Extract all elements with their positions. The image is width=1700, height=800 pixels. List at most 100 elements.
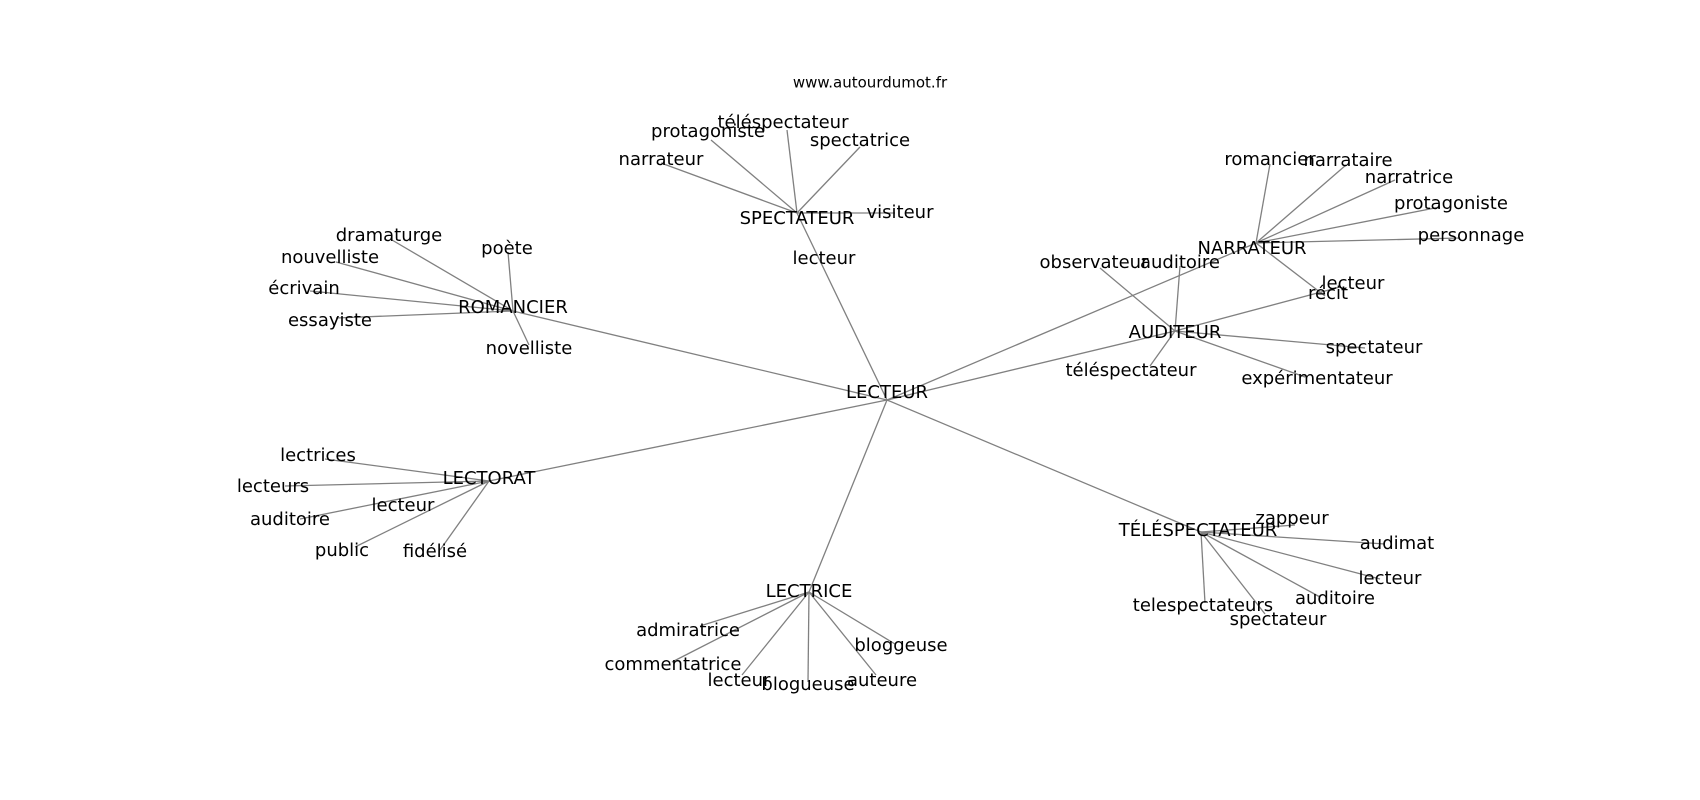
node-na_narratrice: narratrice	[1365, 167, 1453, 188]
edge-telespectateur-te_zappeur	[1200, 524, 1296, 533]
node-na_romancier: romancier	[1224, 149, 1316, 170]
node-lo_lectrices: lectrices	[280, 445, 356, 466]
node-te_telespectateurs: telespectateurs	[1133, 595, 1273, 616]
node-ro_dramaturge: dramaturge	[336, 225, 442, 246]
node-au_experimentateur: expérimentateur	[1241, 368, 1393, 389]
edge-romancier-ro_poete	[507, 251, 514, 312]
node-lo_auditoire: auditoire	[250, 509, 330, 530]
edge-romancier-ro_ecrivain	[309, 290, 514, 312]
edge-lecteur_center-auditeur	[886, 330, 1176, 401]
node-ro_essayiste: essayiste	[288, 310, 372, 331]
edge-auditeur-au_spectateur	[1174, 330, 1366, 349]
node-ro_novelliste: novelliste	[486, 338, 573, 359]
edge-lecteur_center-lectrice	[808, 399, 888, 593]
node-na_personnage: personnage	[1418, 225, 1525, 246]
edge-lectorat-lo_lecteurs	[284, 480, 490, 487]
edge-lectorat-lo_auditoire	[299, 480, 490, 520]
graph-edges	[284, 129, 1461, 683]
node-te_audimat: audimat	[1360, 533, 1435, 554]
node-li_bloggeuse: bloggeuse	[854, 635, 947, 656]
edge-narrateur-na_personnage	[1255, 237, 1461, 244]
edge-lectrice-li_auteure	[808, 591, 877, 676]
node-sp_telespectateur: téléspectateur	[717, 112, 849, 133]
node-lo_public: public	[315, 540, 369, 561]
edge-auditeur-au_experimentateur	[1174, 330, 1306, 378]
node-na_narrataire: narrataire	[1303, 150, 1392, 171]
edge-lectrice-li_lecteur	[741, 591, 810, 676]
edge-spectateur-sp_protagoniste	[710, 139, 798, 214]
node-na_lecteur: lecteur	[1322, 273, 1386, 294]
node-au_spectateur: spectateur	[1326, 337, 1423, 358]
node-au_observateur: observateur	[1040, 252, 1150, 273]
edge-lectrice-li_admiratrice	[699, 591, 810, 627]
edge-lecteur_center-narrateur	[886, 242, 1257, 401]
edge-narrateur-na_narratrice	[1255, 179, 1396, 244]
edge-romancier-ro_essayiste	[335, 310, 514, 319]
node-narrateur: NARRATEUR	[1197, 238, 1306, 259]
node-te_lecteur: lecteur	[1359, 568, 1423, 589]
node-li_blogueuse: blogueuse	[761, 674, 854, 695]
node-ro_ecrivain: écrivain	[268, 278, 339, 299]
node-romancier: ROMANCIER	[458, 297, 568, 318]
node-te_spectateur: spectateur	[1230, 609, 1327, 630]
edge-narrateur-na_recit	[1255, 242, 1326, 297]
node-li_commentatrice: commentatrice	[605, 654, 742, 675]
node-lecteur_center: LECTEUR	[846, 382, 928, 403]
node-au_telespectateur: téléspectateur	[1065, 360, 1197, 381]
edge-auditeur-au_observateur	[1099, 267, 1176, 332]
node-sp_protagoniste: protagoniste	[651, 121, 765, 142]
edge-romancier-ro_nouvelliste	[335, 261, 514, 312]
edge-telespectateur-te_audimat	[1200, 531, 1386, 545]
node-li_auteure: auteure	[847, 670, 917, 691]
edge-telespectateur-te_auditoire	[1200, 531, 1321, 598]
edge-lectrice-li_blogueuse	[807, 591, 810, 683]
edge-spectateur-sp_narrateur	[660, 162, 798, 214]
node-lectrice: LECTRICE	[766, 581, 853, 602]
edge-auditeur-au_telespectateur	[1149, 330, 1176, 367]
node-telespectateur: TÉLÉSPECTATEUR	[1118, 519, 1278, 541]
node-lo_lecteur: lecteur	[372, 495, 436, 516]
node-lectorat: LECTORAT	[443, 468, 537, 489]
edge-lectorat-lo_fidelise	[439, 480, 490, 551]
edge-auditeur-na_lecteur	[1174, 286, 1341, 332]
node-li_lecteur: lecteur	[708, 670, 772, 691]
node-auditeur: AUDITEUR	[1129, 322, 1222, 343]
node-sp_visiteur: visiteur	[867, 202, 935, 223]
edge-lectrice-li_bloggeuse	[808, 591, 896, 645]
node-spectateur: SPECTATEUR	[740, 208, 855, 229]
edge-lecteur_center-telespectateur	[886, 399, 1202, 533]
node-na_protagoniste: protagoniste	[1394, 193, 1508, 214]
edge-telespectateur-te_lecteur	[1200, 531, 1381, 580]
edge-telespectateur-te_spectateur	[1200, 531, 1266, 615]
edge-narrateur-na_protagoniste	[1255, 206, 1441, 244]
node-sp_narrateur: narrateur	[619, 149, 704, 170]
node-sp_spectatrice: spectatrice	[810, 130, 910, 151]
edge-spectateur-sp_spectatrice	[796, 146, 861, 214]
node-sp_lecteur: lecteur	[793, 248, 857, 269]
node-lo_lecteurs: lecteurs	[237, 476, 309, 497]
edge-lectorat-lo_public	[354, 480, 490, 548]
node-te_zappeur: zappeur	[1255, 508, 1329, 529]
edge-lecteur_center-spectateur	[796, 212, 888, 401]
edge-lectorat-lo_lectrices	[324, 458, 490, 482]
edge-narrateur-na_narrataire	[1255, 164, 1347, 244]
node-ro_nouvelliste: nouvelliste	[281, 247, 379, 268]
edge-lecteur_center-lectorat	[488, 399, 888, 482]
edge-narrateur-na_romancier	[1255, 163, 1271, 244]
graph-labels: www.autourdumot.fr LECTEUR SPECTATEUR ROMA…	[237, 74, 1524, 696]
edge-lectrice-li_commentatrice	[671, 591, 810, 663]
node-ro_poete: poète	[481, 238, 533, 259]
edge-telespectateur-te_telespectateurs	[1200, 531, 1206, 604]
node-te_auditoire: auditoire	[1295, 588, 1375, 609]
node-lo_fidelise: fidélisé	[403, 541, 467, 562]
node-na_recit: récit	[1308, 283, 1348, 304]
edge-lecteur_center-romancier	[512, 310, 888, 401]
edge-romancier-ro_dramaturge	[391, 239, 514, 312]
edge-romancier-ro_novelliste	[512, 310, 530, 346]
node-au_auditoire: auditoire	[1140, 252, 1220, 273]
edge-auditeur-au_auditoire	[1174, 265, 1181, 332]
node-li_admiratrice: admiratrice	[636, 620, 740, 641]
site-label: www.autourdumot.fr	[793, 74, 948, 92]
edge-spectateur-sp_telespectateur	[786, 129, 798, 214]
